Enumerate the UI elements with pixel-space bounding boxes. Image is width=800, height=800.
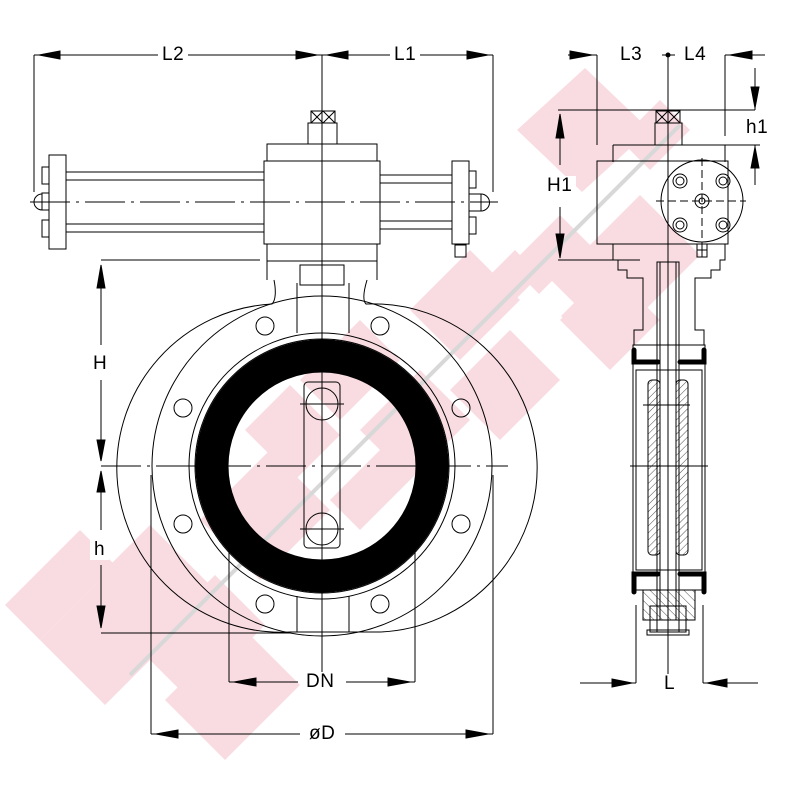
- dim-label-dn: DN: [302, 672, 339, 692]
- dim-label-l: L: [660, 674, 680, 694]
- dim-label-h1-lower: h1: [746, 117, 769, 138]
- dim-label-l2: L2: [158, 45, 189, 65]
- dim-label-l4: L4: [684, 44, 707, 65]
- dim-label-h-upper: H: [89, 354, 112, 374]
- dim-label-h-lower: h: [90, 540, 110, 560]
- dim-label-h1-upper: H1: [543, 176, 577, 196]
- dim-label-l3: L3: [620, 44, 643, 65]
- dim-label-diameter-d: øD: [305, 724, 340, 744]
- dim-label-l1: L1: [390, 45, 421, 65]
